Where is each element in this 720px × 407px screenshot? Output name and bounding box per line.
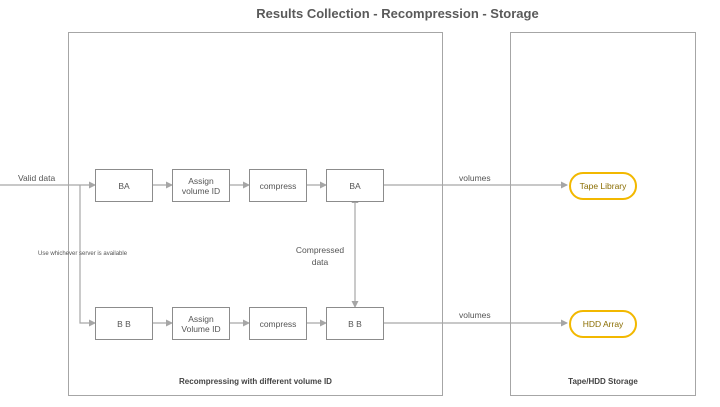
store-hdd-array: HDD Array [569, 310, 637, 338]
node-bb-bottom-label: B B [117, 318, 131, 329]
node-assign-volume-top-line1: Assign [188, 175, 214, 186]
compressed-data-line1: Compressed [295, 245, 345, 255]
volumes-label-bottom: volumes [459, 310, 491, 320]
store-tape-library: Tape Library [569, 172, 637, 200]
branch-line [79, 185, 96, 327]
node-compress-top-label: compress [259, 180, 297, 191]
store-tape-library-label: Tape Library [579, 181, 627, 191]
diagram-title: Results Collection - Recompression - Sto… [256, 6, 539, 21]
server-note: Use whichever server is available [38, 251, 128, 257]
compressed-data-line2: data [311, 257, 329, 267]
node-ba-top: BA [95, 169, 153, 202]
recompression-container-label: Recompressing with different volume ID [179, 377, 332, 386]
storage-container: Tape/HDD Storage [510, 32, 696, 396]
node-assign-volume-bottom-line1: Assign [188, 313, 214, 324]
storage-container-label: Tape/HDD Storage [568, 377, 638, 386]
input-label: Valid data [18, 173, 56, 183]
volumes-label-top: volumes [459, 173, 491, 183]
node-assign-volume-top: Assign volume ID [172, 169, 230, 202]
store-hdd-array-label: HDD Array [582, 319, 624, 329]
node-compress-bottom: compress [249, 307, 307, 340]
node-assign-volume-bottom-line2: Volume ID [181, 323, 221, 334]
node-bb-result: B B [326, 307, 384, 340]
node-bb-bottom: B B [95, 307, 153, 340]
recompression-container: Recompressing with different volume ID [68, 32, 443, 396]
node-compress-top: compress [249, 169, 307, 202]
node-bb-result-label: B B [348, 318, 362, 329]
node-assign-volume-top-line2: volume ID [181, 185, 221, 196]
node-ba-top-label: BA [118, 180, 130, 191]
node-ba-result: BA [326, 169, 384, 202]
node-ba-result-label: BA [349, 180, 361, 191]
node-compress-bottom-label: compress [259, 318, 297, 329]
node-assign-volume-bottom: Assign Volume ID [172, 307, 230, 340]
compressed-data-label: Compressed data [294, 244, 346, 268]
